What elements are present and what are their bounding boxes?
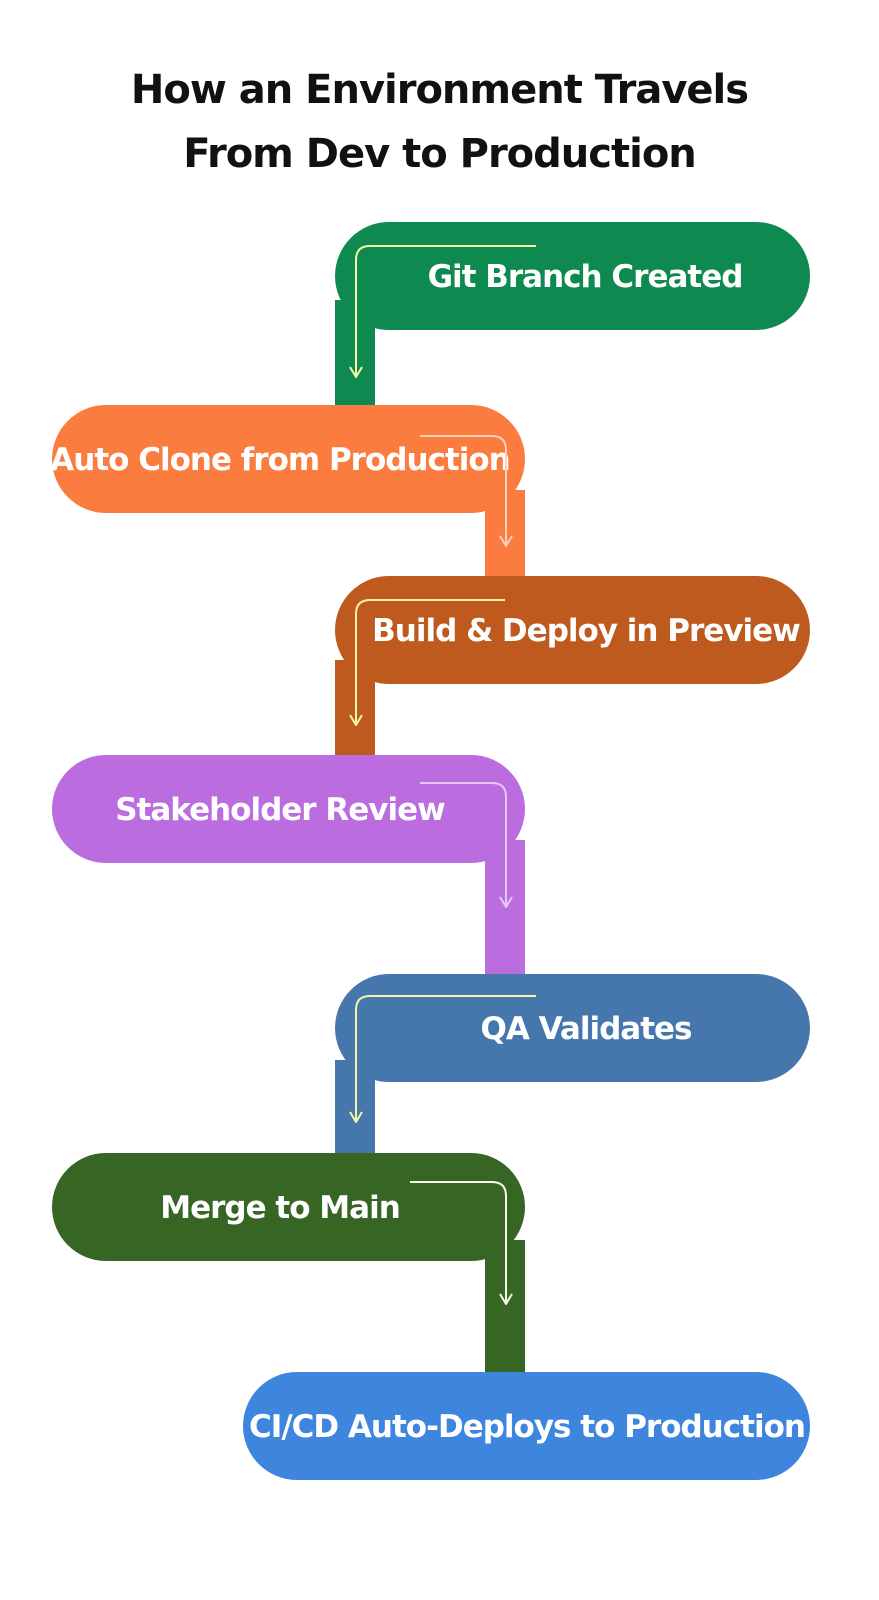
step-6-label: Merge to Main — [160, 1190, 400, 1226]
arrow-6-head — [499, 1293, 513, 1305]
diagram-title: How an Environment Travels From Dev to P… — [0, 58, 879, 186]
arrow-1-head — [349, 366, 363, 378]
step-4: Stakeholder Review — [52, 755, 525, 863]
arrow-2 — [420, 435, 513, 547]
step-6-pill — [52, 1153, 525, 1261]
step-2-label: Auto Clone from Production — [50, 442, 509, 478]
arrow-2-line — [420, 435, 507, 546]
arrow-6-line — [410, 1181, 507, 1304]
step-7-pill — [243, 1372, 810, 1480]
step-3-label: Build & Deploy in Preview — [372, 613, 800, 649]
title-line-1: How an Environment Travels — [130, 67, 749, 113]
arrow-1 — [349, 245, 536, 378]
step-4-label: Stakeholder Review — [115, 792, 445, 828]
step-5-label: QA Validates — [480, 1011, 691, 1047]
step-7-label: CI/CD Auto-Deploys to Production — [249, 1409, 805, 1445]
step-1: Git Branch Created — [335, 222, 810, 330]
arrow-5-head — [349, 1111, 363, 1123]
arrow-4-line — [420, 782, 507, 907]
arrow-5 — [349, 995, 536, 1123]
arrow-3-line — [355, 599, 505, 725]
step-2: Auto Clone from Production — [50, 405, 525, 513]
arrow-4-head — [499, 896, 513, 908]
arrow-1-line — [355, 245, 536, 377]
arrow-2-head — [499, 535, 513, 547]
title-line-2: From Dev to Production — [183, 131, 697, 177]
arrow-3-head — [349, 714, 363, 726]
step-5: QA Validates — [335, 974, 810, 1082]
arrow-4 — [420, 782, 513, 908]
step-5-pill — [335, 974, 810, 1082]
step-3: Build & Deploy in Preview — [335, 576, 810, 684]
step-6: Merge to Main — [52, 1153, 525, 1261]
step-3-pill — [335, 576, 810, 684]
arrow-6 — [410, 1181, 513, 1305]
arrow-3 — [349, 599, 505, 726]
step-4-pill — [52, 755, 525, 863]
step-2-pill — [52, 405, 525, 513]
arrow-5-line — [355, 995, 536, 1122]
step-1-label: Git Branch Created — [428, 259, 743, 295]
step-7: CI/CD Auto-Deploys to Production — [243, 1372, 810, 1480]
step-1-pill — [335, 222, 810, 330]
